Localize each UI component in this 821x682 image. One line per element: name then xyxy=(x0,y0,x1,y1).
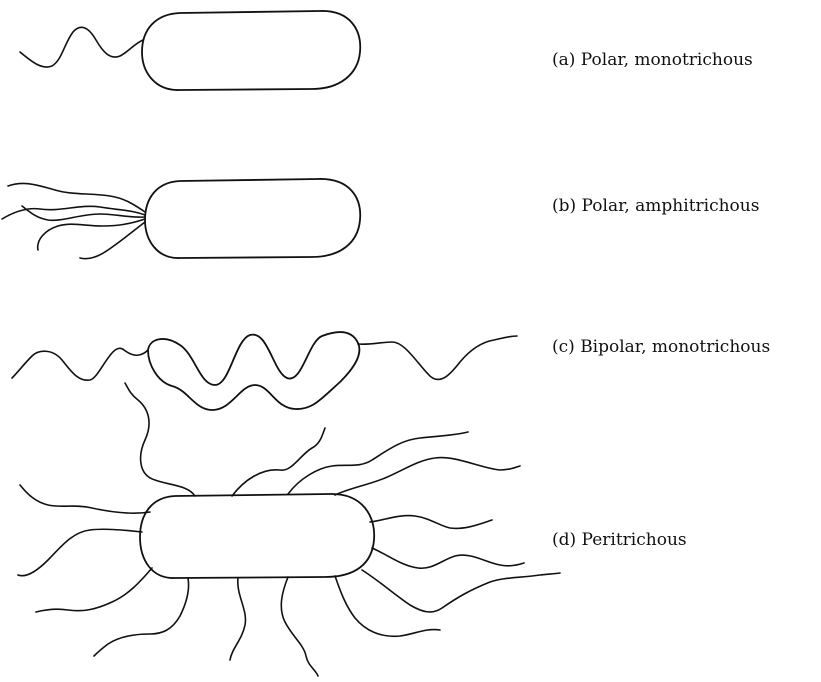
panel-c-illustration xyxy=(12,332,517,410)
panel-d-bacterium-cell xyxy=(140,494,374,578)
panel-a-bacterium-cell xyxy=(142,11,360,90)
caption-panel-d: (d) Peritrichous xyxy=(552,532,687,549)
panel-d-illustration xyxy=(18,383,560,676)
panel-c-flagellum-right xyxy=(358,336,517,379)
panel-d-flagellum-right-3 xyxy=(362,570,560,612)
panel-d-flagellum-bottom-4 xyxy=(335,576,440,636)
panel-d-flagellum-right-1 xyxy=(370,516,492,529)
panel-a-flagellum xyxy=(20,27,143,67)
caption-panel-b: (b) Polar, amphitrichous xyxy=(552,198,759,215)
panel-d-flagellum-bottom-1 xyxy=(94,578,189,656)
panel-b-bacterium-cell xyxy=(145,179,360,258)
panel-d-flagellum-bottom-2 xyxy=(230,578,245,660)
caption-panel-a: (a) Polar, monotrichous xyxy=(552,52,753,69)
caption-panel-c: (c) Bipolar, monotrichous xyxy=(552,339,770,356)
panel-d-flagellum-left-2 xyxy=(18,529,142,576)
panel-d-flagellum-left-3 xyxy=(36,568,152,612)
panel-c-flagellum-left xyxy=(12,348,148,380)
panel-d-flagellum-right-2 xyxy=(372,548,524,568)
panel-d-flagellum-top-4 xyxy=(335,458,520,495)
panel-d-flagellum-top-2 xyxy=(232,428,325,496)
panel-b-flagellum-5 xyxy=(80,222,145,259)
panel-a-illustration xyxy=(20,11,360,90)
panel-d-flagellum-top-3 xyxy=(288,432,468,494)
panel-b-illustration xyxy=(2,179,360,259)
panel-c-bacterium-cell xyxy=(148,332,359,410)
panel-d-flagellum-top-1 xyxy=(125,383,195,496)
panel-d-flagellum-left-1 xyxy=(20,485,150,513)
panel-d-flagellum-bottom-3 xyxy=(281,577,318,676)
panel-b-flagellum-3 xyxy=(22,206,145,220)
